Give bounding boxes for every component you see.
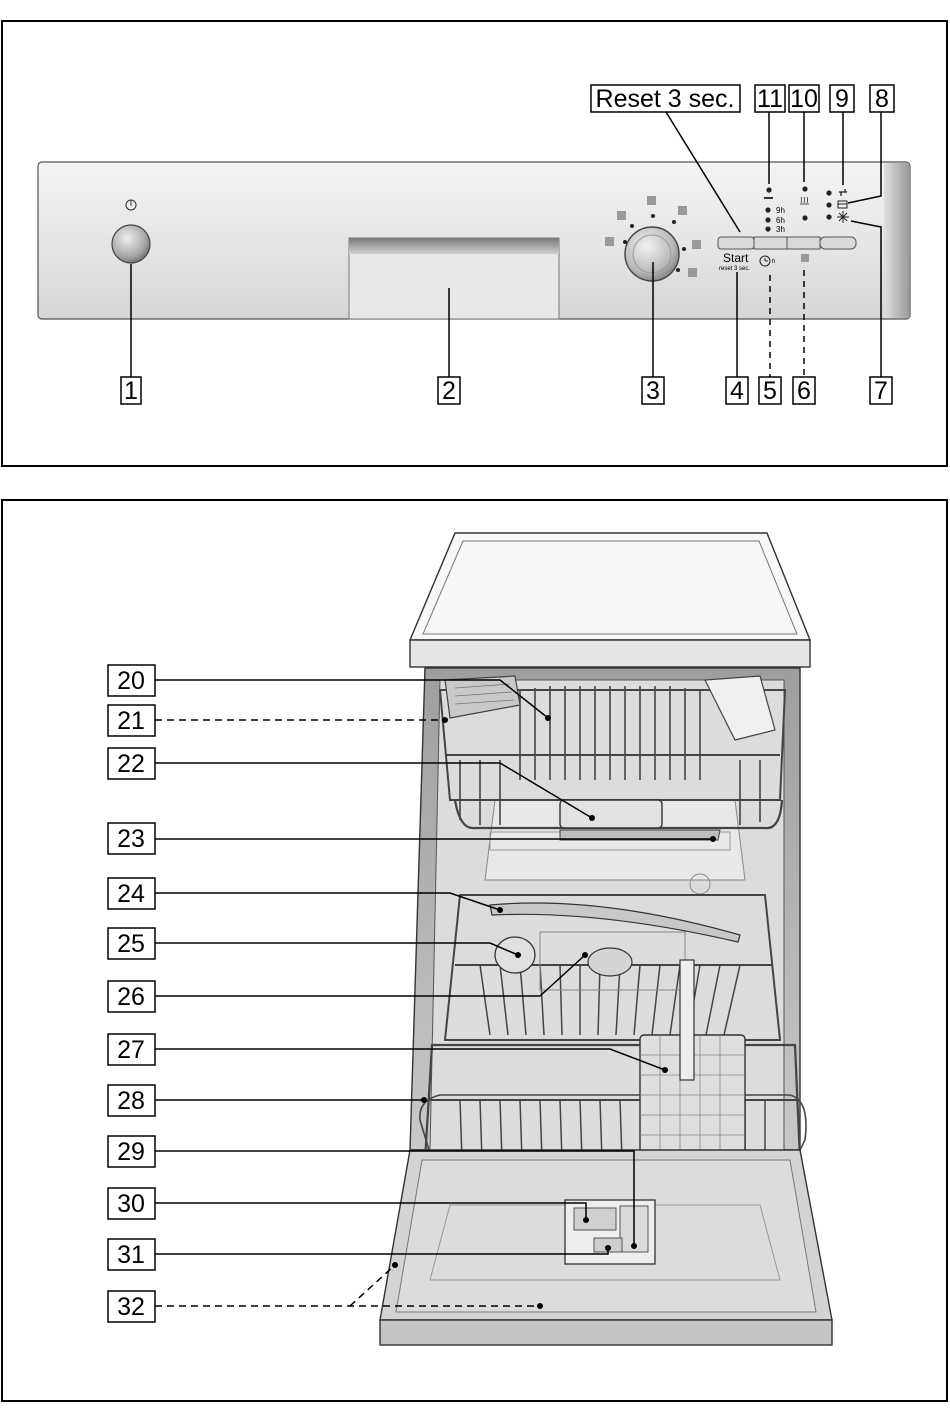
callout-6: 6 xyxy=(792,376,816,405)
callout-7: 7 xyxy=(869,376,893,405)
button-strip xyxy=(717,236,857,250)
svg-text:29: 29 xyxy=(117,1138,145,1166)
dose-icon xyxy=(764,197,773,199)
callout-25: 25 xyxy=(107,927,156,960)
timer-button[interactable] xyxy=(753,236,788,250)
svg-text:10: 10 xyxy=(790,85,818,113)
svg-text:Reset 3 sec.: Reset 3 sec. xyxy=(596,85,735,113)
water-tap-icon xyxy=(839,189,847,196)
program-status-indicators xyxy=(800,186,809,221)
svg-text:6: 6 xyxy=(797,377,811,405)
svg-text:1: 1 xyxy=(124,377,138,405)
control-panel-figure: Start reset 3 sec. h 9h 6h 3h xyxy=(1,20,948,467)
svg-text:24: 24 xyxy=(117,880,145,908)
bottom-leader-lines xyxy=(155,679,713,1307)
program-selector-knob[interactable] xyxy=(605,196,701,282)
callout-29: 29 xyxy=(107,1135,156,1168)
callout-23: 23 xyxy=(107,822,156,855)
cutlery-basket xyxy=(639,959,746,1161)
reset-callout: Reset 3 sec. xyxy=(590,84,741,113)
timer-unit: h xyxy=(772,259,775,265)
upper-basket-handle xyxy=(559,799,663,829)
timer-3h: 3h xyxy=(776,225,785,234)
knife-shelf xyxy=(704,675,776,741)
option-button[interactable] xyxy=(786,236,821,250)
timer-indicators: 9h 6h 3h xyxy=(764,187,785,234)
timer-9h: 9h xyxy=(776,206,785,215)
fascia-right-edge xyxy=(884,163,909,318)
svg-text:32: 32 xyxy=(117,1293,145,1321)
svg-text:5: 5 xyxy=(763,377,777,405)
start-button[interactable] xyxy=(717,236,755,250)
power-button[interactable] xyxy=(111,199,151,264)
svg-text:3: 3 xyxy=(646,377,660,405)
salt-icon xyxy=(837,211,849,223)
svg-text:4: 4 xyxy=(730,377,744,405)
start-sub-label: reset 3 sec. xyxy=(719,266,750,272)
callout-8: 8 xyxy=(869,84,895,113)
svg-text:8: 8 xyxy=(875,85,889,113)
door-opener[interactable] xyxy=(348,237,560,320)
svg-text:9: 9 xyxy=(835,85,849,113)
callout-1: 1 xyxy=(120,376,142,405)
callout-28: 28 xyxy=(107,1084,156,1117)
callout-21: 21 xyxy=(107,704,156,737)
callout-2: 2 xyxy=(437,376,461,405)
top-leader-lines xyxy=(130,111,882,380)
callout-4: 4 xyxy=(725,376,749,405)
rinse-aid-icon xyxy=(837,200,848,209)
callout-5: 5 xyxy=(758,376,782,405)
start-label: Start xyxy=(723,251,749,265)
callout-10: 10 xyxy=(788,84,820,113)
upper-spray-arm xyxy=(559,829,721,841)
callout-22: 22 xyxy=(107,747,156,780)
callout-30: 30 xyxy=(107,1187,156,1220)
spray-arm-hub xyxy=(587,947,633,977)
dishwasher-interior-figure: 20 21 22 23 24 25 26 27 xyxy=(1,499,948,1402)
callout-20: 20 xyxy=(107,664,156,697)
svg-text:22: 22 xyxy=(117,750,145,778)
callout-31: 31 xyxy=(107,1238,156,1271)
svg-text:26: 26 xyxy=(117,983,145,1011)
svg-text:20: 20 xyxy=(117,667,145,695)
callout-9: 9 xyxy=(829,84,855,113)
svg-text:23: 23 xyxy=(117,825,145,853)
intensive-zone-icon xyxy=(800,196,809,205)
svg-text:27: 27 xyxy=(117,1036,145,1064)
timer-clock-icon xyxy=(759,255,771,267)
cup-shelf xyxy=(444,675,521,719)
bottom-leader-dots xyxy=(392,715,716,1309)
svg-text:31: 31 xyxy=(117,1241,145,1269)
callout-3: 3 xyxy=(641,376,665,405)
svg-text:21: 21 xyxy=(117,707,145,735)
worktop xyxy=(408,532,812,668)
timer-6h: 6h xyxy=(776,216,785,225)
callout-32: 32 xyxy=(107,1290,156,1323)
callout-27: 27 xyxy=(107,1033,156,1066)
lower-spray-arm xyxy=(489,902,741,943)
option-indicator-square xyxy=(801,254,809,262)
svg-text:11: 11 xyxy=(757,85,783,113)
svg-text:7: 7 xyxy=(874,377,888,405)
option-button-2[interactable] xyxy=(819,236,857,250)
callout-11: 11 xyxy=(754,84,786,113)
warning-indicators xyxy=(826,189,849,223)
svg-text:2: 2 xyxy=(442,377,456,405)
callout-26: 26 xyxy=(107,980,156,1013)
svg-text:30: 30 xyxy=(117,1190,145,1218)
callout-24: 24 xyxy=(107,877,156,910)
upper-basket xyxy=(438,686,787,830)
svg-text:28: 28 xyxy=(117,1087,145,1115)
svg-text:25: 25 xyxy=(117,930,145,958)
